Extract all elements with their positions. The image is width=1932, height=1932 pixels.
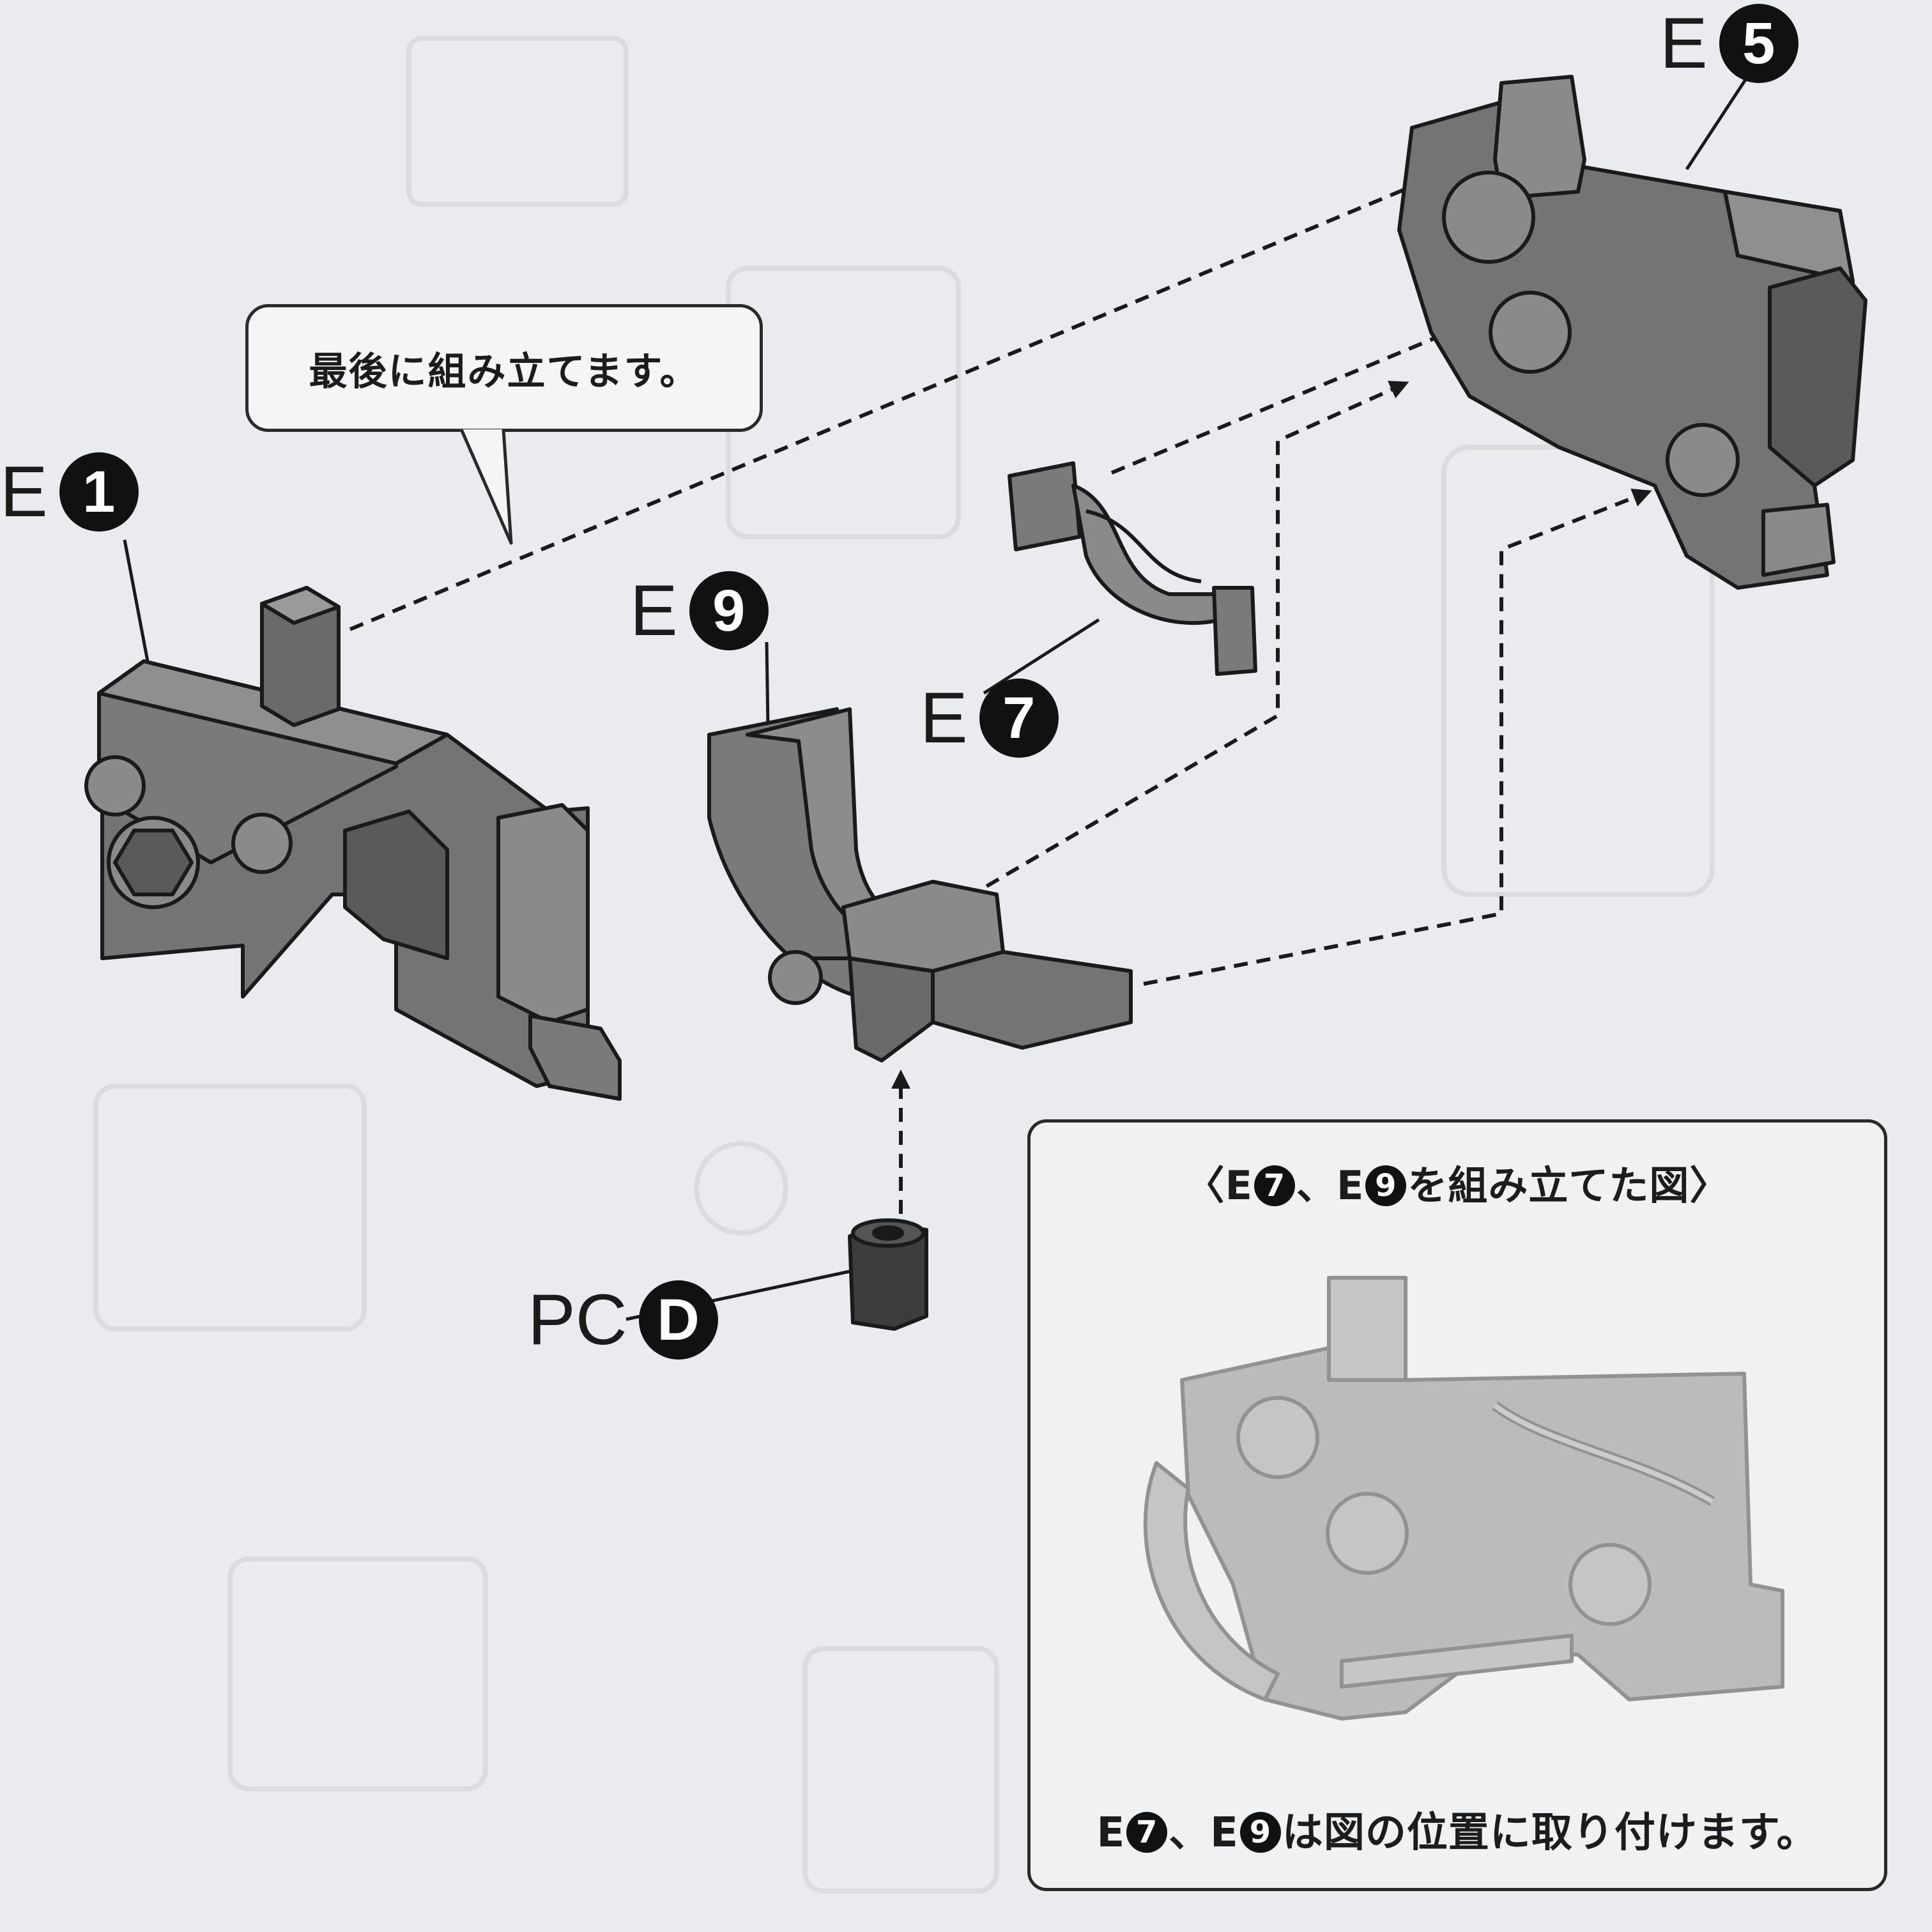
- inset-title-suffix: を組み立てた図〉: [1407, 1162, 1730, 1209]
- faded-background-artwork: [93, 36, 1715, 1894]
- label-e7-number: 7: [979, 678, 1059, 758]
- label-e9-number: 9: [689, 571, 769, 650]
- guide-e1-to-e5: [349, 141, 1518, 631]
- label-pcd-number: D: [638, 1280, 718, 1360]
- label-e7-letter: E: [920, 678, 968, 758]
- inset-title-num2: 9: [1365, 1165, 1407, 1206]
- callout-bubble: 最後に組み立てます。: [245, 304, 763, 432]
- label-e7: E 7: [920, 678, 1059, 758]
- label-e9-letter: E: [630, 571, 678, 650]
- inset-title-prefix: 〈E: [1184, 1162, 1253, 1209]
- inset-title-mid: 、E: [1296, 1162, 1365, 1209]
- leader-e5: [1685, 66, 1756, 171]
- inset-title-num1: 7: [1254, 1165, 1295, 1206]
- part-pcd-drawing: [848, 1218, 928, 1331]
- guide-e9-to-e5-upper: [906, 381, 1409, 935]
- label-e5-letter: E: [1660, 3, 1708, 83]
- label-e1: E 1: [0, 452, 139, 532]
- callout-text: 最後に組み立てます。: [309, 349, 700, 394]
- guide-e9-to-e5-lower: [1143, 488, 1652, 986]
- leader-e7: [983, 618, 1100, 695]
- label-e5: E 5: [1660, 4, 1798, 83]
- inset-note-num2: 9: [1239, 1812, 1281, 1853]
- inset-note-suffix: は図の位置に取り付けます。: [1282, 1809, 1818, 1857]
- inset-note-mid: 、E: [1169, 1809, 1239, 1857]
- label-pcd: PC D: [528, 1280, 718, 1360]
- part-e1-drawing: [84, 586, 622, 1101]
- label-e1-letter: E: [0, 452, 48, 532]
- label-e9: E 9: [630, 571, 769, 650]
- leader-e1: [123, 539, 150, 665]
- part-e9-drawing: [707, 707, 1133, 1062]
- inset-note-num1: 7: [1126, 1812, 1168, 1853]
- label-e1-number: 1: [59, 452, 139, 532]
- leader-e9: [765, 641, 770, 728]
- label-pcd-letter: PC: [528, 1280, 627, 1360]
- label-e5-number: 5: [1719, 4, 1798, 83]
- part-e7-drawing: [1008, 461, 1257, 676]
- part-e5-drawing: [1397, 75, 1867, 590]
- inset-note-prefix: E: [1096, 1809, 1126, 1857]
